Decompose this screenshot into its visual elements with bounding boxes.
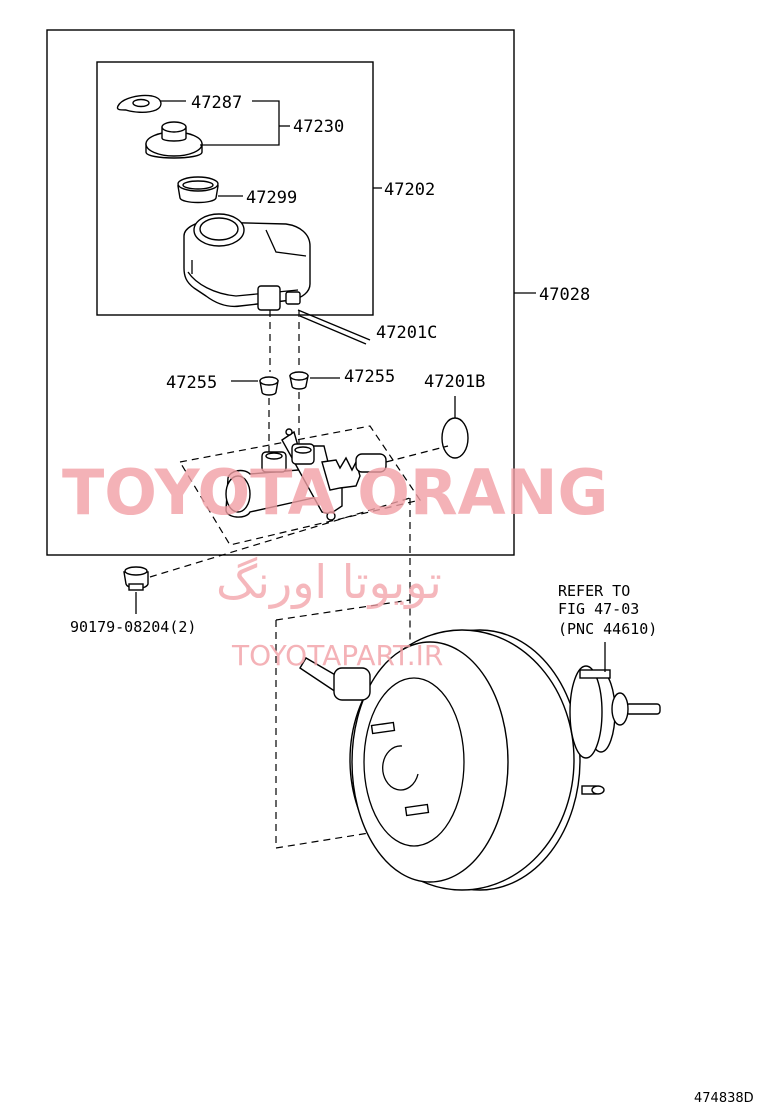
refer-line-3: (PNC 44610) bbox=[558, 620, 657, 638]
cap-gasket-part bbox=[116, 94, 162, 113]
label-47287: 47287 bbox=[191, 93, 242, 113]
grommet-right-part bbox=[289, 371, 309, 390]
refer-line-1: REFER TO bbox=[558, 582, 630, 600]
strainer-part bbox=[177, 176, 219, 204]
watermark-url: TOYOTAPART.IR bbox=[231, 639, 443, 672]
pin-part bbox=[297, 309, 371, 345]
label-nut: 90179-08204(2) bbox=[70, 618, 196, 636]
label-47230: 47230 bbox=[293, 117, 344, 137]
label-47028: 47028 bbox=[539, 285, 590, 305]
label-47202: 47202 bbox=[384, 180, 435, 200]
o-ring-part bbox=[441, 417, 469, 459]
label-47255-left: 47255 bbox=[166, 373, 217, 393]
brake-booster-part bbox=[275, 599, 661, 891]
label-47255-right: 47255 bbox=[344, 367, 395, 387]
refer-line-2: FIG 47-03 bbox=[558, 600, 639, 618]
nut-part bbox=[123, 566, 149, 591]
reservoir-cap-part bbox=[145, 121, 203, 159]
watermark-persian: تویوتا اورنگ bbox=[216, 555, 442, 610]
watermark-main: TOYOTA ORANG bbox=[62, 456, 608, 529]
label-47299: 47299 bbox=[246, 188, 297, 208]
label-47201c: 47201C bbox=[376, 323, 437, 343]
label-47201b: 47201B bbox=[424, 372, 485, 392]
grommet-left-part bbox=[259, 376, 279, 396]
figure-id: 474838D bbox=[694, 1091, 754, 1106]
master-cylinder-part bbox=[179, 425, 421, 546]
reservoir-tank-part bbox=[183, 213, 311, 311]
